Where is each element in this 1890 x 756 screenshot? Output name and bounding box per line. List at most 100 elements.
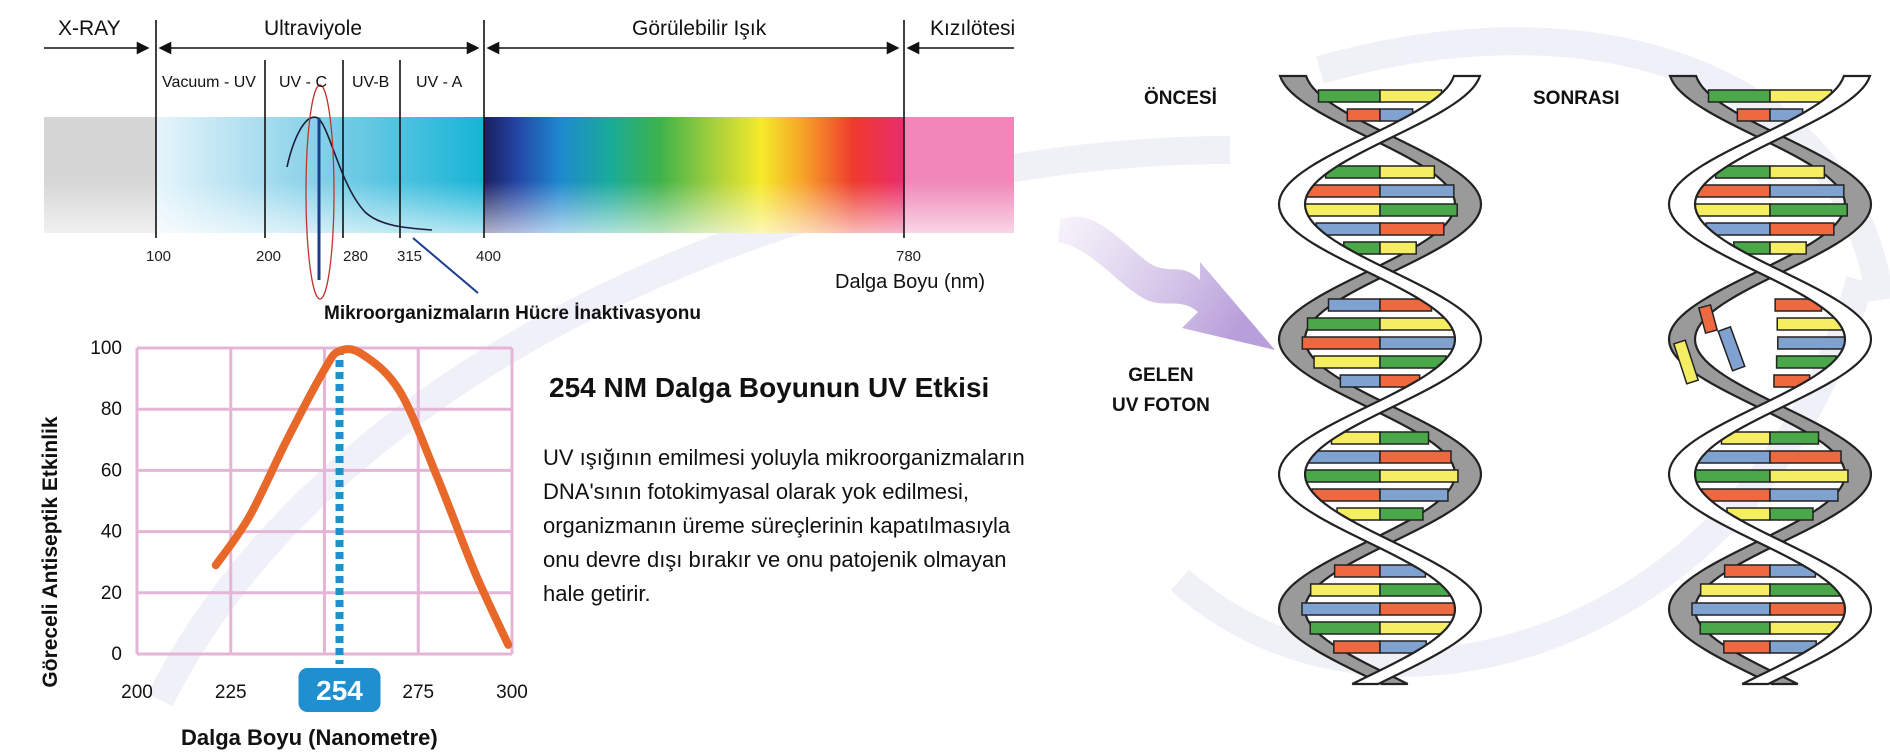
y-tick-label: 60 xyxy=(101,460,122,481)
base-pair-right xyxy=(1769,488,1839,502)
base-pairs xyxy=(1672,89,1849,654)
uv-photon-arrow xyxy=(1058,216,1275,350)
efficacy-curve xyxy=(211,345,513,649)
helix-strand-front xyxy=(1277,74,1483,686)
base-pair-right xyxy=(1769,203,1848,217)
spectrum-axis-label: Dalga Boyu (nm) xyxy=(835,271,986,293)
base-pair-left xyxy=(1699,621,1771,635)
base-pair-left xyxy=(1736,108,1771,122)
uv-photon-label: GELEN UV FOTON xyxy=(1112,361,1210,421)
base-pair-right xyxy=(1769,431,1820,445)
uv-b-label: UV-B xyxy=(352,74,390,91)
spectrum-tick-280: 280 xyxy=(343,248,369,265)
base-pair-left xyxy=(1333,564,1381,578)
base-pair-left xyxy=(1308,450,1381,464)
base-pair-left xyxy=(1301,469,1381,483)
annotation-leader xyxy=(412,237,479,294)
base-pair-left xyxy=(1317,89,1381,103)
broken-base-blue xyxy=(1717,325,1746,372)
base-pair-right xyxy=(1379,203,1458,217)
vacuum-uv-label: Vacuum - UV xyxy=(162,74,256,91)
spectrum-tick-315: 315 xyxy=(397,248,423,265)
x-tick-label-highlight: 254 xyxy=(316,675,363,706)
base-pair-right xyxy=(1769,241,1807,255)
base-pair-right xyxy=(1379,621,1451,635)
y-tick-label: 40 xyxy=(101,522,122,543)
base-pair-right xyxy=(1769,165,1826,179)
body-line: DNA'sının fotokimyasal olarak yok edilme… xyxy=(543,479,970,504)
y-tick-label: 80 xyxy=(101,399,122,420)
base-pair-left xyxy=(1309,583,1381,597)
highlight-254-badge xyxy=(298,668,381,712)
uv-c-label: UV - C xyxy=(279,74,327,91)
visible-light-label: Görülebilir Işık xyxy=(632,17,767,40)
helix-strand-front xyxy=(1667,74,1873,686)
base-pair-left xyxy=(1698,450,1771,464)
y-tick-label: 0 xyxy=(111,644,122,665)
uv-photon-label-line2: UV FOTON xyxy=(1112,395,1210,416)
broken-base-red xyxy=(1697,303,1719,335)
dna-after-helix xyxy=(1667,74,1873,686)
base-pair-left xyxy=(1723,564,1771,578)
base-pair-left xyxy=(1699,583,1771,597)
base-pair-right xyxy=(1379,222,1445,236)
base-pair-fragment xyxy=(1776,317,1844,331)
section-title: 254 NM Dalga Boyunun UV Etkisi xyxy=(549,372,990,403)
base-pair-left xyxy=(1346,108,1381,122)
x-tick-label: 200 xyxy=(121,682,153,703)
spectrum-tick-100: 100 xyxy=(146,248,172,265)
base-pair-left xyxy=(1313,355,1381,369)
dna-before-helix xyxy=(1277,74,1483,686)
x-tick-label: 300 xyxy=(496,682,528,703)
front-strand xyxy=(1277,74,1483,686)
section-body: UV ışığının emilmesi yoluyla mikroorgani… xyxy=(543,441,1103,611)
base-pair-left xyxy=(1309,621,1381,635)
ultraviolet-label: Ultraviyole xyxy=(264,17,363,40)
base-pair-right xyxy=(1769,621,1841,635)
base-pair-left xyxy=(1339,374,1381,388)
uv-a-label: UV - A xyxy=(416,74,463,91)
body-line: organizmanın üreme süreçlerinin kapatılm… xyxy=(543,513,1011,538)
infrared-label: Kızılötesi xyxy=(930,17,1016,40)
base-pair-right xyxy=(1769,507,1814,521)
base-pair-right xyxy=(1379,355,1447,369)
base-pair-left xyxy=(1701,488,1771,502)
base-pair-left xyxy=(1691,602,1771,616)
base-pairs xyxy=(1301,89,1459,654)
base-pair-right xyxy=(1379,488,1449,502)
254nm-highlight-ellipse xyxy=(305,84,335,300)
body-line: onu devre dışı bırakır ve onu patojenik … xyxy=(543,547,1007,572)
base-pair-left xyxy=(1695,184,1771,198)
base-pair-left xyxy=(1301,336,1381,350)
base-pair-right xyxy=(1769,222,1835,236)
base-pair-left xyxy=(1305,184,1381,198)
base-pair-right xyxy=(1769,184,1845,198)
spectrum-tick-200: 200 xyxy=(256,248,282,265)
before-label: ÖNCESİ xyxy=(1144,88,1217,109)
base-pair-right xyxy=(1769,602,1849,616)
spectrum-tick-400: 400 xyxy=(476,248,502,265)
body-line: UV ışığının emilmesi yoluyla mikroorgani… xyxy=(543,445,1025,470)
chart-y-axis-label: Göreceli Antiseptik Etkinlik xyxy=(39,416,62,688)
base-pair-left xyxy=(1327,298,1381,312)
y-tick-label: 100 xyxy=(90,338,122,359)
base-pair-right xyxy=(1379,450,1452,464)
chart-x-axis-label: Dalga Boyu (Nanometre) xyxy=(181,725,438,750)
after-label: SONRASI xyxy=(1533,88,1620,109)
base-pair-left xyxy=(1333,640,1381,654)
base-pair-left xyxy=(1723,640,1771,654)
base-pair-right xyxy=(1379,469,1459,483)
front-strand xyxy=(1667,74,1873,686)
electromagnetic-spectrum xyxy=(44,20,1014,300)
base-pair-left xyxy=(1692,203,1771,217)
base-pair-right xyxy=(1379,184,1455,198)
base-pair-right xyxy=(1379,241,1417,255)
base-pair-right xyxy=(1379,507,1424,521)
body-line: hale getirir. xyxy=(543,581,651,606)
base-pair-fragment xyxy=(1777,336,1849,350)
xray-label: X-RAY xyxy=(58,17,121,40)
chart-grid xyxy=(135,346,514,656)
base-pair-right xyxy=(1379,431,1430,445)
base-pair-right xyxy=(1379,165,1436,179)
